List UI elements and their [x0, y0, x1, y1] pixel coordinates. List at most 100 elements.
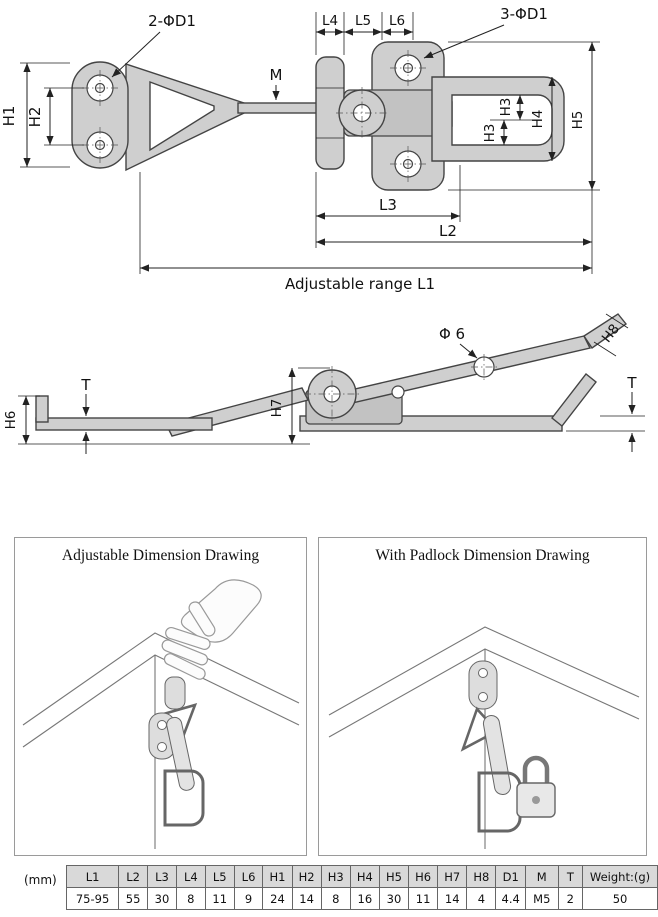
label-l2: L2	[439, 222, 457, 240]
spec-col-header: H5	[378, 865, 410, 888]
spec-value: 4.4	[495, 887, 526, 910]
dim-phi6: Φ 6	[439, 325, 478, 359]
spec-col-header: T	[557, 865, 584, 888]
spec-col-header: H3	[320, 865, 351, 888]
label-t-right: T	[626, 374, 637, 392]
panel-padlock-dimension: With Padlock Dimension Drawing	[318, 537, 647, 856]
spec-col-header: D1	[495, 865, 526, 888]
spec-value: M5	[524, 887, 559, 910]
spec-value: 75-95	[65, 887, 120, 910]
spec-col-header: L2	[118, 865, 149, 888]
lever-arm	[314, 335, 592, 411]
dim-t-left: T	[80, 376, 91, 454]
unit-label: (mm)	[24, 873, 57, 887]
label-h3-upper: H3	[498, 98, 514, 117]
dim-h5: H5	[448, 41, 600, 191]
label-h7: H7	[269, 399, 285, 418]
label-adjustable-range-l1: Adjustable range L1	[285, 275, 435, 293]
spec-value: 8	[175, 887, 206, 910]
spec-col-header: H7	[437, 865, 468, 888]
spec-value: 14	[437, 887, 468, 910]
spec-value: 24	[262, 887, 293, 910]
spec-value: 11	[408, 887, 439, 910]
dim-h2: H2	[26, 87, 84, 146]
spec-value: 8	[320, 887, 351, 910]
lever-tip	[583, 313, 628, 349]
spec-col-header: L4	[175, 865, 206, 888]
spec-col-header: H2	[291, 865, 322, 888]
spec-value: 16	[349, 887, 380, 910]
pivot-hub	[336, 87, 388, 139]
dim-h7: H7	[269, 367, 330, 444]
spec-col-header: H4	[349, 865, 380, 888]
dim-h1: H1	[0, 62, 70, 168]
dim-d1-left: 2-ΦD1	[111, 12, 196, 78]
spec-col-header: H1	[262, 865, 293, 888]
label-l5: L5	[355, 13, 371, 29]
latch-illustration	[460, 660, 522, 833]
label-l4: L4	[322, 13, 338, 29]
latch-illustration	[148, 676, 205, 827]
hand-illustration	[161, 579, 262, 680]
padlock-illustration	[516, 755, 556, 818]
spec-col-header: L5	[204, 865, 235, 888]
left-plate-holes	[82, 70, 118, 163]
label-h2: H2	[26, 107, 44, 128]
hook-bar	[35, 417, 213, 431]
dim-h6: H6	[3, 395, 310, 445]
label-h6: H6	[3, 411, 19, 430]
label-h3-lower: H3	[482, 124, 498, 143]
hook-end	[35, 395, 49, 423]
spec-col-header: L3	[147, 865, 177, 888]
dim-h3-lower: H3	[482, 120, 508, 145]
label-d1-left: 2-ΦD1	[148, 12, 196, 30]
dim-h4: H4	[530, 77, 556, 161]
spec-col-header: Weight:(g)	[582, 865, 658, 888]
adjustable-illustration	[22, 579, 300, 849]
label-l3: L3	[379, 196, 397, 214]
dim-d1-right: 3-ΦD1	[423, 5, 548, 59]
catch-lip	[551, 373, 597, 427]
keyhole	[532, 796, 540, 804]
label-l6: L6	[389, 13, 405, 29]
label-h1: H1	[0, 106, 18, 127]
spec-col-header: L6	[233, 865, 264, 888]
label-m: M	[270, 66, 283, 84]
bail-triangle	[125, 63, 245, 172]
pivot-side	[304, 366, 405, 422]
label-t-left: T	[80, 376, 91, 394]
side-view-drawing: Φ 6 H8 T H6 H7 T	[3, 313, 645, 454]
spec-value: 55	[118, 887, 149, 910]
label-d1-right: 3-ΦD1	[500, 5, 548, 23]
dim-l2: L2	[316, 190, 593, 274]
phi6-hole	[471, 354, 497, 380]
spec-value: 9	[233, 887, 264, 910]
right-plate-holes	[390, 50, 426, 182]
dim-l4-l5-l6: L4 L5 L6	[315, 12, 414, 55]
label-h4: H4	[530, 110, 546, 129]
label-h5: H5	[570, 111, 586, 130]
spec-col-header: H8	[466, 865, 497, 888]
spec-value: 30	[147, 887, 177, 910]
panel-title-padlock: With Padlock Dimension Drawing	[375, 547, 590, 564]
padlock-illustration-scene	[328, 626, 640, 849]
panel-title-adjustable: Adjustable Dimension Drawing	[61, 547, 260, 564]
dim-t-right: T	[566, 374, 645, 452]
dim-l3: L3	[315, 165, 461, 248]
dim-h3-upper: H3	[490, 95, 534, 121]
panel-adjustable-dimension: Adjustable Dimension Drawing	[14, 537, 307, 856]
left-mounting-plate	[71, 61, 129, 169]
dim-m: M	[270, 66, 283, 100]
spec-value: 4	[466, 887, 497, 910]
spec-col-header: M	[524, 865, 559, 888]
dim-l1: Adjustable range L1	[139, 172, 592, 293]
label-phi6: Φ 6	[439, 325, 465, 343]
spec-value: 2	[557, 887, 584, 910]
spec-value: 30	[378, 887, 410, 910]
spec-value: 11	[204, 887, 235, 910]
